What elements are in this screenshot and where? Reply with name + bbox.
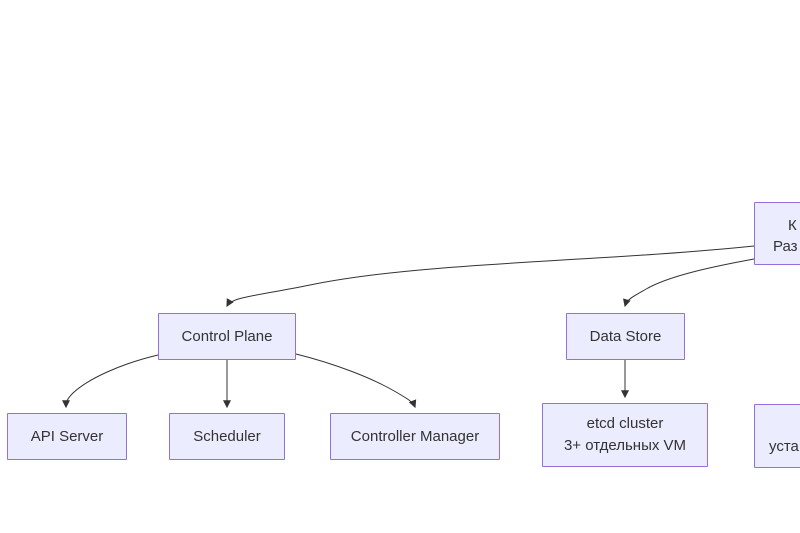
node-bottom-right-partial: уста xyxy=(754,404,800,468)
node-root-partial: К Раз xyxy=(754,202,800,265)
node-api-server: API Server xyxy=(7,413,127,460)
edge-root-to-control-plane xyxy=(226,245,755,308)
node-root-line2: Раз xyxy=(773,238,798,255)
node-bottom-right-line2: уста xyxy=(769,438,799,455)
node-etcd-line2: 3+ отдельных VM xyxy=(563,437,687,454)
node-etcd-cluster: etcd cluster 3+ отдельных VM xyxy=(542,403,708,467)
edge-root-to-data-store xyxy=(623,258,755,308)
node-data-store-label: Data Store xyxy=(589,327,662,345)
node-controller-manager-label: Controller Manager xyxy=(350,427,480,445)
node-api-server-label: API Server xyxy=(30,427,104,445)
edge-control-plane-to-controller-manager xyxy=(295,353,417,409)
node-root-line1: К xyxy=(788,217,797,234)
node-etcd-line1: etcd cluster xyxy=(586,415,664,432)
node-scheduler: Scheduler xyxy=(169,413,285,460)
node-data-store: Data Store xyxy=(566,313,685,360)
node-control-plane: Control Plane xyxy=(158,313,296,360)
node-scheduler-label: Scheduler xyxy=(193,427,261,445)
node-control-plane-label: Control Plane xyxy=(181,327,273,345)
edge-control-plane-to-api-server xyxy=(62,354,159,409)
node-controller-manager: Controller Manager xyxy=(330,413,500,460)
